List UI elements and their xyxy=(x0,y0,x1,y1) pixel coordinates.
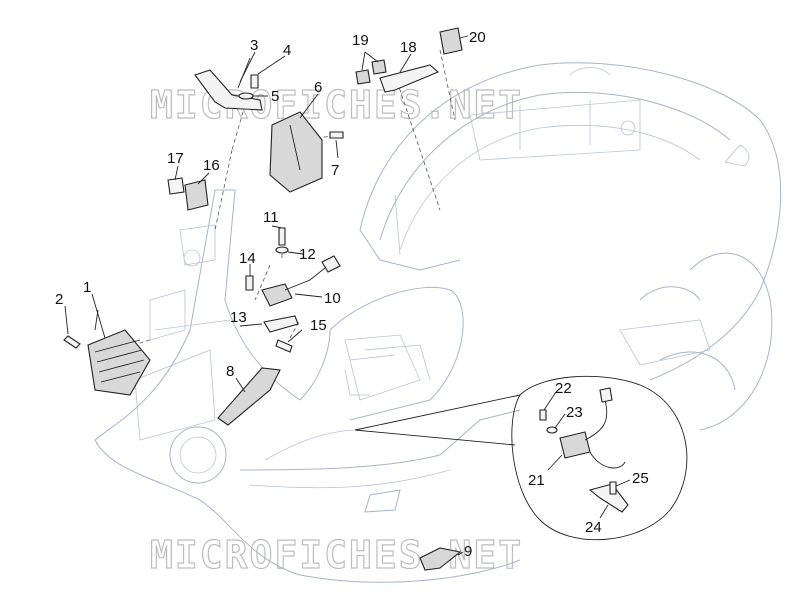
callout-labels: 1 2 8 3 4 5 6 7 9 10 11 12 13 14 15 16 1… xyxy=(55,29,649,560)
part-15-spring-clip xyxy=(275,339,293,353)
callout-6: 6 xyxy=(314,79,322,96)
callout-17: 17 xyxy=(167,150,184,167)
callout-24: 24 xyxy=(585,519,602,536)
callout-8: 8 xyxy=(226,363,234,380)
callout-18: 18 xyxy=(400,39,417,56)
part-9-cover xyxy=(419,547,462,571)
callout-11: 11 xyxy=(263,209,279,226)
part-24-bracket xyxy=(588,483,629,513)
part-19-connectors xyxy=(355,59,387,85)
callout-15: 15 xyxy=(310,317,327,334)
callout-19: 19 xyxy=(352,32,369,49)
part-25-screw xyxy=(609,481,617,495)
callout-9: 9 xyxy=(464,543,472,560)
part-4-screw xyxy=(250,74,259,89)
part-20-connector xyxy=(439,27,463,55)
watermark-bottom: MICROFICHES.NET xyxy=(150,533,523,577)
callout-7: 7 xyxy=(331,162,339,179)
scooter-body xyxy=(94,62,782,583)
part-12-washer xyxy=(275,246,289,254)
callout-20: 20 xyxy=(469,29,486,46)
callout-23: 23 xyxy=(566,404,583,421)
part-23-washer xyxy=(546,426,558,434)
callout-14: 14 xyxy=(239,250,256,267)
part-16-buzzer xyxy=(184,179,209,211)
part-13-bracket xyxy=(263,315,299,333)
callout-12: 12 xyxy=(299,246,316,263)
callout-2: 2 xyxy=(55,291,63,308)
part-18-bracket xyxy=(379,64,440,93)
part-7-screw xyxy=(329,131,344,139)
part-14-screw xyxy=(245,275,254,291)
callout-1: 1 xyxy=(83,279,91,296)
callout-16: 16 xyxy=(203,157,220,174)
part-8-cover xyxy=(217,367,281,426)
part-5-washer xyxy=(238,92,254,100)
callout-22: 22 xyxy=(555,380,572,397)
callout-10: 10 xyxy=(324,290,341,307)
part-11-screw xyxy=(278,227,286,246)
callout-3: 3 xyxy=(250,37,258,54)
part-10-relay xyxy=(261,255,341,307)
callout-13: 13 xyxy=(230,309,247,326)
callout-25: 25 xyxy=(632,470,649,487)
callout-21: 21 xyxy=(528,472,545,489)
leader-lines xyxy=(64,35,631,556)
part-17-rubber xyxy=(167,177,185,195)
callout-4: 4 xyxy=(283,42,291,59)
detail-pointer xyxy=(354,394,521,446)
part-22-screw xyxy=(539,409,547,421)
part-1-voltage-regulator xyxy=(87,309,151,396)
part-2-screw xyxy=(63,335,81,349)
callout-5: 5 xyxy=(271,88,279,105)
part-6-control-unit xyxy=(269,111,323,193)
part-21-ignition-coil xyxy=(559,387,626,469)
detail-inset xyxy=(511,375,688,541)
